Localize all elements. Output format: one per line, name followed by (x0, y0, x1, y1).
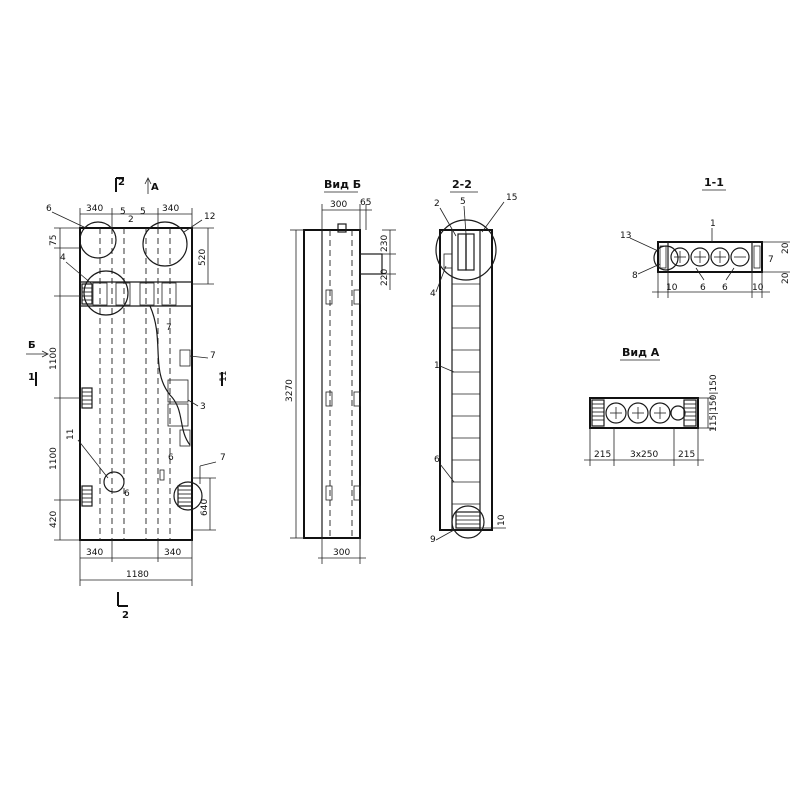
section-22-rungs (452, 283, 480, 505)
section-11-dim-10a: 10 (666, 283, 678, 293)
section-11-dim-10b: 10 (752, 283, 764, 293)
detail-circle-band (83, 270, 129, 316)
view-a-holes (605, 402, 686, 424)
section-mark-top: 2 (118, 177, 125, 188)
view-a-dim-side: 115|150|150 (709, 374, 719, 432)
dim-bottom-right: 340 (164, 548, 181, 558)
section-11-callout-20b: 20 (781, 272, 791, 284)
section-22-callout-9: 9 (430, 535, 436, 545)
callout-7a: 7 (166, 323, 172, 333)
dim-top-right: 340 (162, 204, 179, 214)
detail-circle-bottom-right (173, 481, 203, 511)
section-11-callout-20: 20 (781, 242, 791, 254)
view-b: Вид Б 300 65 230 220 3270 (285, 178, 396, 564)
callout-5a: 5 (120, 207, 126, 217)
view-a-right-hatch (683, 399, 697, 427)
callout-6-top: 6 (46, 204, 52, 214)
callout-3: 3 (200, 402, 206, 412)
callout-2: 2 (128, 215, 134, 225)
section-11-title: 1-1 (704, 176, 724, 189)
section-22-callout-4: 4 (430, 289, 436, 299)
dim-bottom-left: 340 (86, 548, 103, 558)
callout-6c: 6 (124, 489, 130, 499)
view-b-dim-65: 65 (360, 198, 371, 208)
view-b-dim-300-top: 300 (330, 200, 347, 210)
section-22-outline (439, 229, 493, 531)
detail-circle-small (103, 471, 125, 493)
callout-12: 12 (204, 212, 215, 222)
view-a-outline (589, 397, 699, 429)
section-22-callout-5: 5 (460, 197, 466, 207)
section-22-callout-10: 10 (497, 514, 507, 526)
callout-11: 11 (66, 429, 76, 440)
view-a: Вид А (584, 346, 719, 466)
callout-7c: 7 (220, 453, 226, 463)
section-mark-1: 1 (28, 372, 35, 383)
view-a-dim-215a: 215 (594, 450, 611, 460)
section-22-callout-6: 6 (434, 455, 440, 465)
section-11-dim-6a: 6 (700, 283, 706, 293)
section-22-base (455, 511, 481, 529)
section-11-callout-1: 1 (710, 219, 716, 229)
main-front-view: 340 340 2 A 6 5 5 12 2 4 7 7 3 7 6 6 11 … (26, 177, 229, 621)
view-b-dim-230: 230 (380, 235, 390, 252)
dim-520: 520 (198, 249, 208, 266)
left-hatched-pad-mid (81, 387, 93, 409)
view-mark-b: Б (28, 340, 36, 351)
section-11-callout-7: 7 (768, 255, 774, 265)
section-1-1: 1-1 1 13 8 20 7 (620, 176, 791, 298)
view-b-dim-220: 220 (380, 269, 390, 286)
detail-circle-top-right (142, 221, 188, 267)
callout-4: 4 (60, 253, 66, 263)
section-22-callout-2: 2 (434, 199, 440, 209)
right-hatched-pad-bottom (177, 485, 193, 507)
view-a-dim-215b: 215 (678, 450, 695, 460)
view-b-outline (303, 229, 361, 539)
section-11-callout-8: 8 (632, 271, 638, 281)
view-a-dim-3x250: 3x250 (630, 450, 659, 460)
view-b-dim-3270: 3270 (285, 379, 295, 402)
dim-1100b: 1100 (49, 447, 59, 470)
section-22-callout-1: 1 (434, 361, 440, 371)
callout-5b: 5 (140, 207, 146, 217)
detail-circle-top-left (79, 221, 117, 259)
dim-top-left: 340 (86, 204, 103, 214)
dim-75: 75 (49, 235, 59, 246)
section-11-dim-6b: 6 (722, 283, 728, 293)
section-mark-bottom: 2 (122, 610, 129, 621)
section-22-title: 2-2 (452, 178, 472, 191)
section-11-holes (670, 247, 750, 267)
panel-outline (79, 227, 193, 541)
section-2-2: 2-2 (430, 178, 517, 545)
dim-420: 420 (49, 511, 59, 528)
left-hatched-pad-bottom (81, 485, 93, 507)
dim-640: 640 (200, 499, 210, 516)
section-11-outline (657, 241, 763, 273)
view-mark-top: A (151, 182, 159, 193)
callout-11b: 11 (219, 371, 229, 382)
callout-6b: 6 (168, 453, 174, 463)
view-b-title: Вид Б (324, 178, 361, 191)
view-b-dim-300-bottom: 300 (333, 548, 350, 558)
dim-1100a: 1100 (49, 347, 59, 370)
section-11-callout-13: 13 (620, 231, 631, 241)
view-a-left-hatch (591, 399, 605, 427)
view-a-title: Вид А (622, 346, 660, 359)
section-22-callout-15: 15 (506, 193, 517, 203)
dim-total: 1180 (126, 570, 149, 580)
callout-7b: 7 (210, 351, 216, 361)
